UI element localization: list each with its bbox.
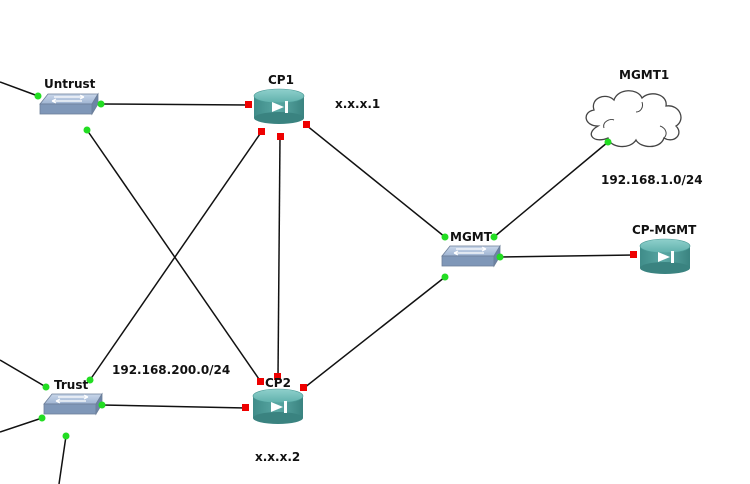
port-up-indicator [34,92,42,100]
port-indicators [34,92,637,440]
cloud-icon[interactable] [585,90,682,148]
router-icon[interactable] [253,88,305,124]
cp2-ip-note: x.x.x.2 [255,450,301,464]
link-edge-trust-1 [0,359,47,388]
link-mgmt-mgmt1 [493,141,609,238]
port-up-indicator [490,233,498,241]
router-icon[interactable] [639,238,691,274]
port-down-indicator [258,128,265,135]
port-up-indicator [98,401,106,409]
port-down-indicator [245,101,252,108]
link-cp1-cp2 [277,136,281,378]
ethernet-switch-icon[interactable] [43,392,103,416]
links [0,81,635,484]
port-up-indicator [86,376,94,384]
router-icon[interactable] [252,388,304,424]
node-label-cp1: CP1 [268,73,294,87]
port-up-indicator [97,100,105,108]
link-untrust-cp2 [86,129,262,383]
link-edge-trust-3 [58,435,67,484]
port-down-indicator [274,373,281,380]
link-untrust-cp1 [100,103,249,106]
link-mgmt-cpmgmt [499,254,635,258]
cp1-ip-note: x.x.x.1 [335,97,381,111]
port-up-indicator [62,432,70,440]
port-down-indicator [300,384,307,391]
node-label-cp2: CP2 [265,376,291,390]
link-trust-cp2 [101,404,247,409]
link-cp1-mgmt [305,124,446,238]
node-label-cp-mgmt: CP-MGMT [632,223,697,237]
node-label-mgmt1: MGMT1 [619,68,670,82]
port-down-indicator [303,121,310,128]
port-up-indicator [38,414,46,422]
ethernet-switch-icon[interactable] [441,244,501,268]
port-down-indicator [242,404,249,411]
link-edge-trust-2 [0,417,43,433]
port-up-indicator [441,233,449,241]
node-label-mgmt: MGMT [450,230,492,244]
link-cp1-trust [89,130,263,381]
link-cp2-mgmt [303,276,446,389]
ethernet-switch-icon[interactable] [39,92,99,116]
port-up-indicator [604,138,612,146]
port-up-indicator [441,273,449,281]
node-label-untrust: Untrust [44,77,96,91]
port-up-indicator [42,383,50,391]
port-up-indicator [83,126,91,134]
port-up-indicator [496,253,504,261]
link-edge-untrust [0,81,39,97]
port-down-indicator [277,133,284,140]
port-down-indicator [257,378,264,385]
node-label-trust: Trust [54,378,89,392]
mgmt-subnet-note: 192.168.1.0/24 [601,173,703,187]
trust-subnet-note: 192.168.200.0/24 [112,363,231,377]
port-down-indicator [630,251,637,258]
